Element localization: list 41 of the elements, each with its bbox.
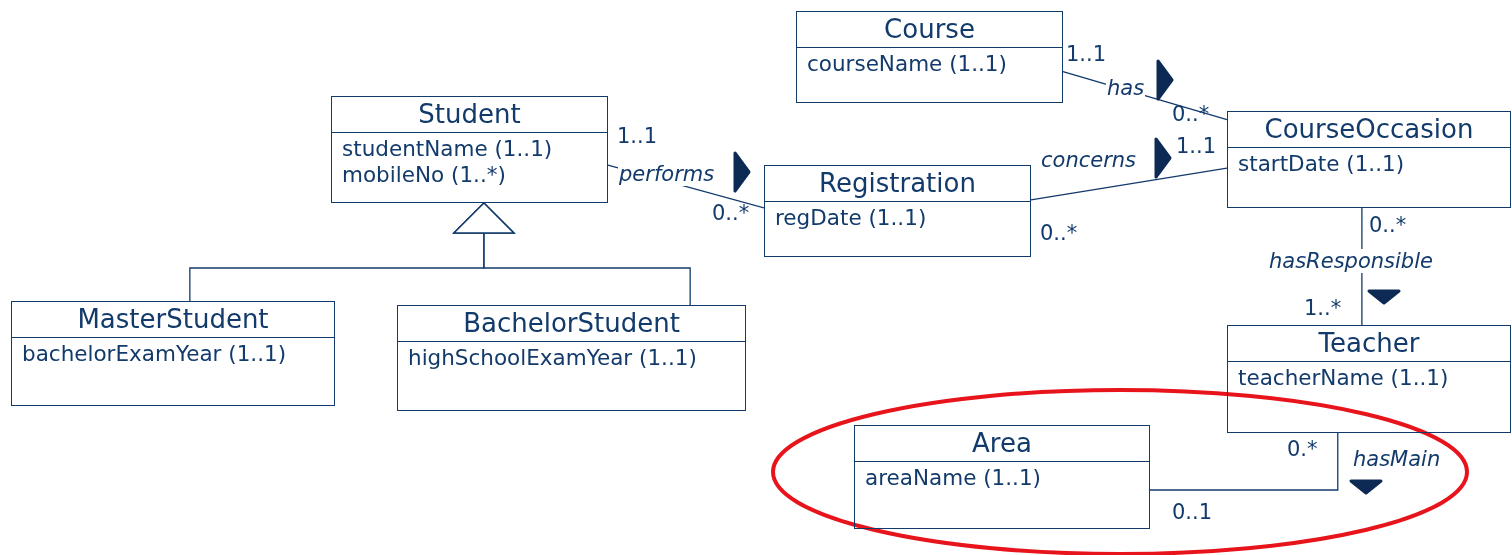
association-line [1149, 432, 1339, 491]
class-name: Student [332, 97, 607, 133]
multiplicity-label: 0..* [1172, 102, 1210, 126]
multiplicity-label: 0..* [712, 201, 750, 225]
multiplicity-label: 0.* [1287, 437, 1318, 461]
class-box [1227, 325, 1511, 433]
class-name: Area [855, 426, 1149, 462]
class-box [1227, 111, 1511, 208]
class-name: Registration [765, 166, 1030, 202]
class-box [331, 96, 608, 203]
multiplicity-label: 0..1 [1172, 500, 1213, 524]
multiplicity-label: 0..* [1040, 221, 1078, 245]
attribute: mobileNo (1..*) [341, 162, 507, 188]
edge-label: hasResponsible [1268, 249, 1434, 273]
class-box [397, 305, 746, 411]
attribute: teacherName (1..1) [1237, 364, 1450, 391]
multiplicity-label: 1..1 [1176, 134, 1217, 158]
class-box [854, 425, 1150, 529]
multiplicity-label: 0..* [1369, 213, 1407, 237]
multiplicity-label: 1..1 [1066, 42, 1107, 66]
class-box [796, 11, 1063, 103]
attribute: regDate (1..1) [774, 204, 928, 231]
attribute: bachelorExamYear (1..1) [21, 340, 288, 367]
class-name: BachelorStudent [398, 306, 745, 342]
attribute: courseName (1..1) [806, 50, 1008, 77]
edge-label: has [1106, 76, 1146, 100]
class-name: Teacher [1228, 326, 1510, 362]
class-name: Course [797, 12, 1062, 48]
attribute: startDate (1..1) [1237, 150, 1406, 177]
class-box [764, 165, 1031, 257]
association-line [1030, 167, 1228, 201]
attribute: areaName (1..1) [864, 464, 1042, 491]
class-box [11, 301, 335, 406]
class-name: MasterStudent [12, 302, 334, 338]
multiplicity-label: 1..* [1304, 296, 1342, 320]
class-name: CourseOccasion [1228, 112, 1510, 148]
generalization-arrow [453, 202, 691, 306]
attribute: highSchoolExamYear (1..1) [407, 344, 698, 371]
edge-label: performs [618, 162, 716, 186]
attribute: studentName (1..1) [341, 135, 554, 162]
multiplicity-label: 1..1 [617, 124, 658, 148]
